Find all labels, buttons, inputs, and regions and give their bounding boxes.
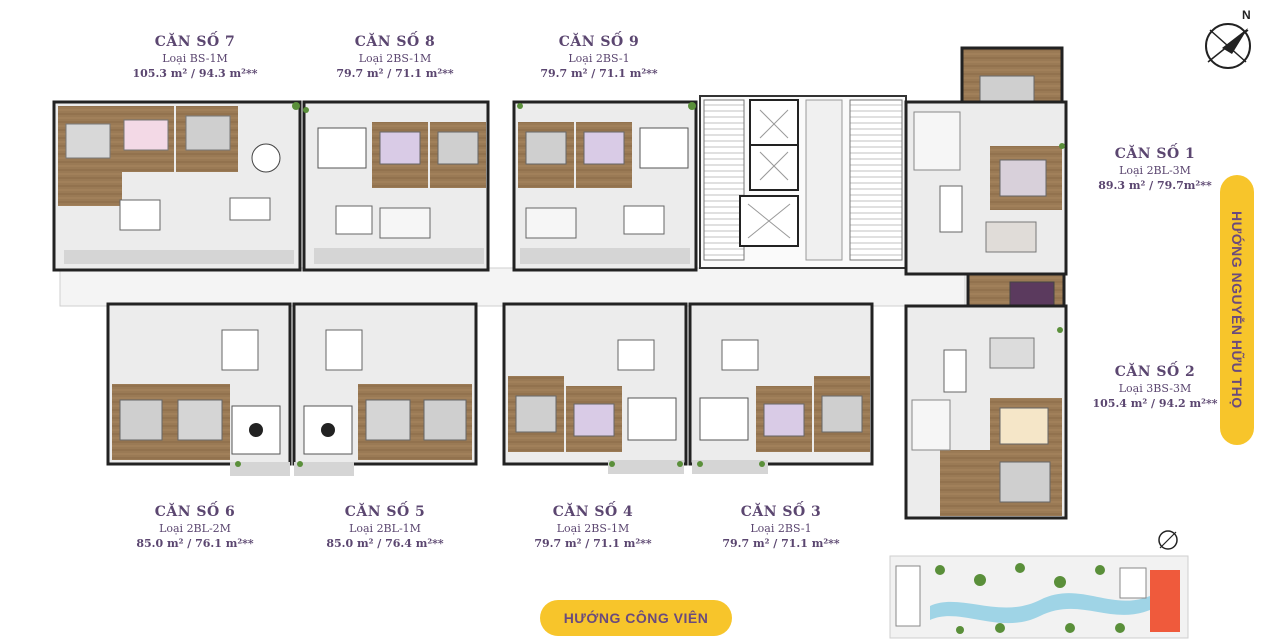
unit-6-area: 85.0 m² / 76.1 m²**: [136, 537, 254, 550]
unit-4-type: Loại 2BS-1M: [556, 522, 630, 535]
unit-5-type: Loại 2BL-1M: [349, 522, 421, 535]
unit-5-title: CĂN SỐ 5: [344, 504, 426, 520]
direction-street-label: HƯỚNG NGUYỄN HỮU THỌ: [1229, 211, 1245, 409]
core-stairs-lifts: [699, 95, 907, 269]
direction-park-badge: HƯỚNG CÔNG VIÊN: [540, 600, 732, 636]
unit-8-title: CĂN SỐ 8: [354, 34, 436, 50]
unit-7-plan: [52, 100, 302, 272]
unit-5-plan: [292, 302, 478, 476]
compass-north-label: N: [1242, 8, 1251, 22]
unit-2-area: 105.4 m² / 94.2 m²**: [1092, 397, 1218, 410]
unit-9-plan: [512, 100, 698, 272]
unit-4-plan: [502, 302, 688, 474]
unit-1-label: CĂN SỐ 1 Loại 2BL-3M 89.3 m² / 79.7m²**: [1080, 146, 1230, 192]
unit-1-area: 89.3 m² / 79.7m²**: [1098, 179, 1212, 192]
unit-2-type: Loại 3BS-3M: [1118, 382, 1192, 395]
unit-5-area: 85.0 m² / 76.4 m²**: [326, 537, 444, 550]
unit-4-label: CĂN SỐ 4 Loại 2BS-1M 79.7 m² / 71.1 m²**: [518, 504, 668, 550]
unit-3-title: CĂN SỐ 3: [740, 504, 822, 520]
unit-8-label: CĂN SỐ 8 Loại 2BS-1M 79.7 m² / 71.1 m²**: [320, 34, 470, 80]
unit-6-title: CĂN SỐ 6: [154, 504, 236, 520]
unit-9-area: 79.7 m² / 71.1 m²**: [540, 67, 658, 80]
unit-1-type: Loại 2BL-3M: [1119, 164, 1191, 177]
unit-6-plan: [106, 302, 292, 476]
unit-2-plan: [904, 272, 1068, 520]
unit-2-label: CĂN SỐ 2 Loại 3BS-3M 105.4 m² / 94.2 m²*…: [1080, 364, 1230, 410]
compass-icon: [1205, 23, 1251, 69]
unit-7-title: CĂN SỐ 7: [154, 34, 236, 50]
unit-4-title: CĂN SỐ 4: [552, 504, 634, 520]
unit-3-type: Loại 2BS-1: [750, 522, 812, 535]
direction-street-badge: HƯỚNG NGUYỄN HỮU THỌ: [1220, 175, 1254, 445]
unit-1-title: CĂN SỐ 1: [1114, 146, 1196, 162]
unit-8-plan: [302, 100, 490, 272]
unit-5-label: CĂN SỐ 5 Loại 2BL-1M 85.0 m² / 76.4 m²**: [310, 504, 460, 550]
balcony-plants: [235, 102, 1065, 467]
unit-2-title: CĂN SỐ 2: [1114, 364, 1196, 380]
unit-9-type: Loại 2BS-1: [568, 52, 630, 65]
unit-3-label: CĂN SỐ 3 Loại 2BS-1 79.7 m² / 71.1 m²**: [706, 504, 856, 550]
central-corridor: [59, 267, 966, 307]
unit-9-title: CĂN SỐ 9: [558, 34, 640, 50]
unit-7-type: Loại BS-1M: [162, 52, 228, 65]
unit-6-type: Loại 2BL-2M: [159, 522, 231, 535]
unit-1-plan: [904, 46, 1068, 276]
unit-3-plan: [688, 302, 874, 474]
unit-8-type: Loại 2BS-1M: [358, 52, 432, 65]
unit-9-label: CĂN SỐ 9 Loại 2BS-1 79.7 m² / 71.1 m²**: [524, 34, 674, 80]
unit-3-area: 79.7 m² / 71.1 m²**: [722, 537, 840, 550]
unit-4-area: 79.7 m² / 71.1 m²**: [534, 537, 652, 550]
site-map-thumbnail: [889, 530, 1189, 639]
unit-8-area: 79.7 m² / 71.1 m²**: [336, 67, 454, 80]
unit-7-area: 105.3 m² / 94.3 m²**: [132, 67, 258, 80]
unit-7-label: CĂN SỐ 7 Loại BS-1M 105.3 m² / 94.3 m²**: [120, 34, 270, 80]
unit-6-label: CĂN SỐ 6 Loại 2BL-2M 85.0 m² / 76.1 m²**: [120, 504, 270, 550]
